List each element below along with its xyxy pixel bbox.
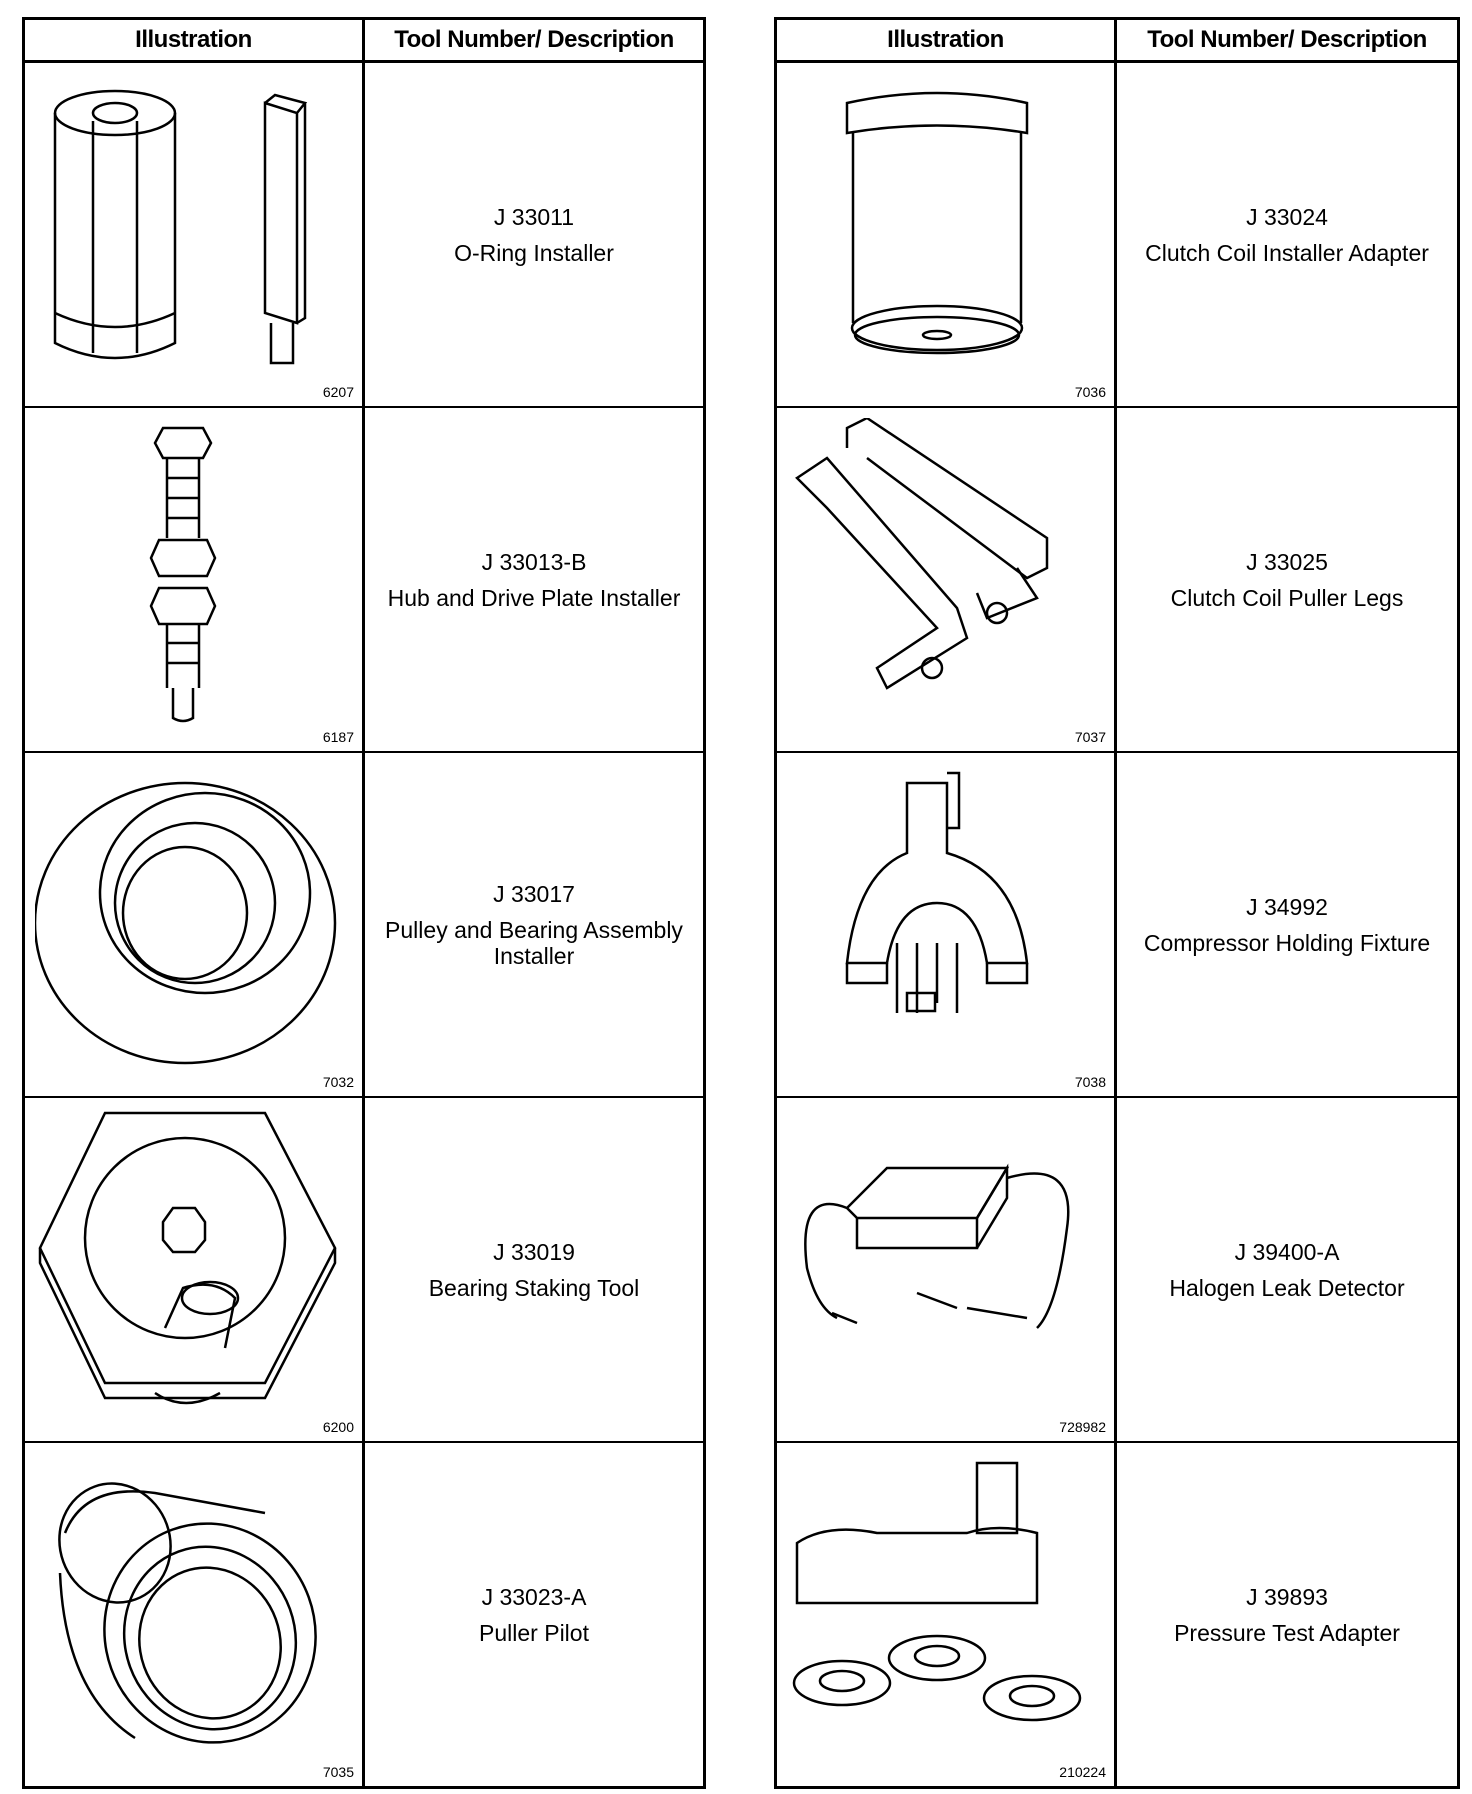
figure-number: 7032 — [322, 1074, 354, 1090]
bearing-staking-tool-illustration — [38, 1111, 337, 1405]
tool-number: J 33025 — [1246, 548, 1328, 575]
header-illustration: Illustration — [777, 20, 1117, 60]
tool-number: J 33019 — [493, 1238, 575, 1265]
figure-number: 728982 — [1059, 1419, 1106, 1435]
tool-description: Hub and Drive Plate Installer — [387, 584, 681, 611]
header-description: Tool Number/ Description — [1147, 26, 1427, 53]
tool-number: J 33013-B — [481, 548, 587, 575]
tools-table-left: Illustration Tool Number/ Description 62… — [22, 17, 706, 1789]
table-row: 728982 J 39400-A Halogen Leak Detector — [777, 1098, 1457, 1443]
table-row: 6187 J 33013-B Hub and Drive Plate Instal… — [25, 408, 703, 753]
tool-description: Halogen Leak Detector — [1169, 1274, 1405, 1301]
tool-description: O-Ring Installer — [454, 239, 614, 266]
coil-installer-adapter-illustration — [845, 91, 1029, 355]
table-row: 7035 J 33023-A Puller Pilot — [25, 1443, 703, 1786]
tool-description: Puller Pilot — [479, 1619, 589, 1646]
tool-description: Pulley and Bearing Assembly Installer — [385, 916, 683, 969]
tool-number: J 39400-A — [1234, 1238, 1340, 1265]
pressure-test-adapter-illustration — [792, 1461, 1082, 1722]
header-description: Tool Number/ Description — [394, 26, 674, 53]
figure-number: 6200 — [322, 1419, 354, 1435]
puller-pilot-illustration — [58, 1482, 317, 1744]
figure-number: 6207 — [322, 384, 354, 400]
figure-number: 7035 — [322, 1764, 354, 1780]
holding-fixture-illustration — [845, 771, 1029, 1013]
figure-number: 7036 — [1074, 384, 1106, 400]
hub-installer-illustration — [149, 426, 217, 723]
tool-number: J 33017 — [493, 880, 575, 907]
header-illustration: Illustration — [25, 20, 365, 60]
puller-legs-illustration — [795, 418, 1049, 690]
tool-number: J 39893 — [1246, 1583, 1328, 1610]
tool-description: Compressor Holding Fixture — [1143, 929, 1431, 956]
tool-description: Pressure Test Adapter — [1174, 1619, 1400, 1646]
table-header: Illustration Tool Number/ Description — [25, 20, 703, 63]
o-ring-installer-illustration — [53, 89, 308, 365]
tool-description: Clutch Coil Puller Legs — [1170, 584, 1404, 611]
table-header: Illustration Tool Number/ Description — [777, 20, 1457, 63]
pulley-installer-illustration — [35, 781, 337, 1065]
tool-description: Clutch Coil Installer Adapter — [1145, 239, 1429, 266]
tool-number: J 33011 — [493, 203, 575, 230]
tool-number: J 33024 — [1246, 203, 1328, 230]
tool-number: J 34992 — [1246, 893, 1328, 920]
tools-table-right: Illustration Tool Number/ Description 70… — [774, 17, 1460, 1789]
figure-number: 6187 — [322, 729, 354, 745]
tool-description: Bearing Staking Tool — [428, 1274, 640, 1301]
leak-detector-illustration — [804, 1163, 1070, 1329]
figure-number: 7038 — [1074, 1074, 1106, 1090]
figure-number: 7037 — [1074, 729, 1106, 745]
figure-number: 210224 — [1059, 1764, 1106, 1780]
tool-number: J 33023-A — [481, 1583, 587, 1610]
